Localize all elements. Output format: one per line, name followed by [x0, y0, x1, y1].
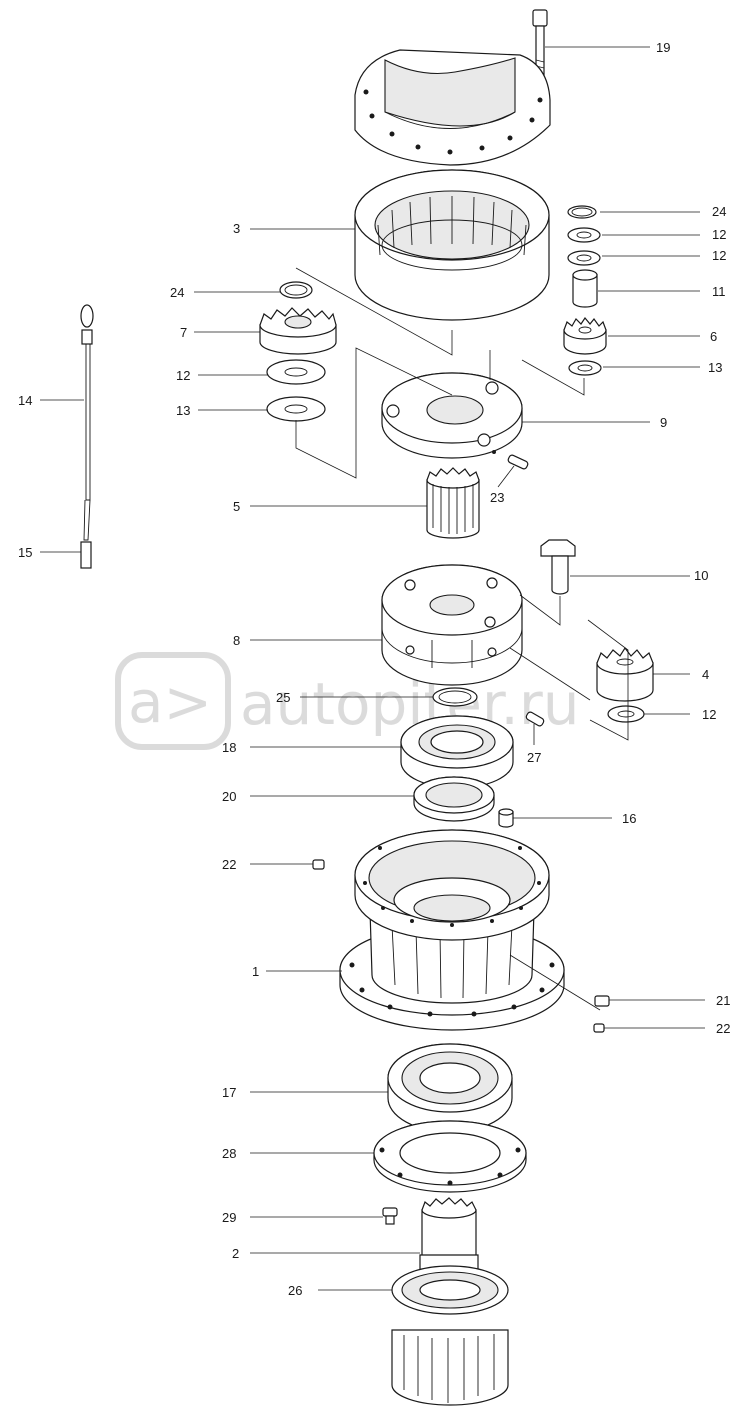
callout-6: 6	[710, 329, 717, 344]
callout-14: 14	[18, 393, 32, 408]
callout-9: 9	[660, 415, 667, 430]
callout-28: 28	[222, 1146, 236, 1161]
part-16-plug	[498, 808, 514, 828]
part-24-snap-ring-upper-right	[567, 205, 597, 219]
part-12-washer-c	[568, 360, 602, 376]
part-12-washer-d	[607, 705, 645, 723]
callout-22-lower: 22	[716, 1021, 730, 1036]
part-26-seal	[391, 1265, 509, 1315]
part-29-bolt	[382, 1207, 398, 1225]
callout-24-left: 24	[170, 285, 184, 300]
callout-19: 19	[656, 40, 670, 55]
callout-1: 1	[252, 964, 259, 979]
part-17-bearing	[387, 1043, 513, 1133]
callout-16: 16	[622, 811, 636, 826]
part-7-planet-gear	[259, 307, 337, 355]
part-12-washer-b	[567, 250, 601, 266]
part-8-carrier	[381, 564, 523, 686]
watermark-logo-frame	[115, 652, 231, 750]
callout-2: 2	[232, 1246, 239, 1261]
part-4-planet-gear	[596, 646, 654, 702]
watermark-brand-text: autopiter.ru	[240, 670, 579, 738]
part-12-washer-a	[567, 227, 601, 243]
part-20-oil-seal	[413, 776, 495, 822]
part-top-cover	[354, 49, 551, 166]
callout-10: 10	[694, 568, 708, 583]
callout-26: 26	[288, 1283, 302, 1298]
part-13-washer-a	[266, 359, 326, 385]
callout-22-upper: 22	[222, 857, 236, 872]
callout-11: 11	[712, 284, 726, 299]
part-14-dipstick	[80, 304, 94, 541]
callout-15: 15	[18, 545, 32, 560]
part-18-bearing	[400, 715, 514, 789]
callout-25: 25	[276, 690, 290, 705]
callout-17: 17	[222, 1085, 236, 1100]
callout-3: 3	[233, 221, 240, 236]
part-5-sun-gear	[426, 467, 480, 539]
part-24-snap-ring-left	[279, 281, 313, 299]
callout-labels: 19 3 24 12 12 11 24 7 6 12 13 14 13 9 23…	[18, 40, 730, 1298]
part-23-roll-pin	[507, 454, 529, 470]
callout-12-c: 13	[708, 360, 722, 375]
part-28-thrust-plate	[373, 1120, 527, 1193]
callout-12-d: 12	[702, 707, 716, 722]
part-27-roll-pin	[525, 711, 545, 727]
callout-12-a: 12	[712, 227, 726, 242]
callout-27: 27	[527, 750, 541, 765]
callout-13-b: 13	[176, 403, 190, 418]
callout-29: 29	[222, 1210, 236, 1225]
callout-13-a: 12	[176, 368, 190, 383]
part-13-washer-b	[266, 396, 326, 422]
callout-4: 4	[702, 667, 709, 682]
part-21-breather	[594, 995, 610, 1007]
callout-8: 8	[233, 633, 240, 648]
part-6-planet-gear	[563, 316, 607, 355]
part-11-pin	[572, 269, 598, 308]
callout-18: 18	[222, 740, 236, 755]
callout-24-right: 24	[712, 204, 726, 219]
part-22-plug-lower	[593, 1023, 605, 1033]
assembly-guide-lines	[295, 267, 629, 1011]
callout-12-b: 12	[712, 248, 726, 263]
watermark-logo-glyph: a>	[128, 668, 212, 736]
part-9-carrier-plate	[381, 372, 523, 459]
part-3-ring-gear	[354, 169, 550, 321]
watermark: a> autopiter.ru	[115, 652, 579, 750]
part-15-tube	[80, 541, 92, 569]
callout-7: 7	[180, 325, 187, 340]
part-22-plug-upper	[312, 859, 325, 870]
leader-lines	[40, 46, 705, 1291]
part-10-pin	[540, 539, 576, 595]
callout-20: 20	[222, 789, 236, 804]
callout-21: 21	[716, 993, 730, 1008]
callout-5: 5	[233, 499, 240, 514]
callout-23: 23	[490, 490, 504, 505]
part-25-snap-ring	[432, 687, 478, 707]
part-1-housing	[339, 829, 565, 1031]
